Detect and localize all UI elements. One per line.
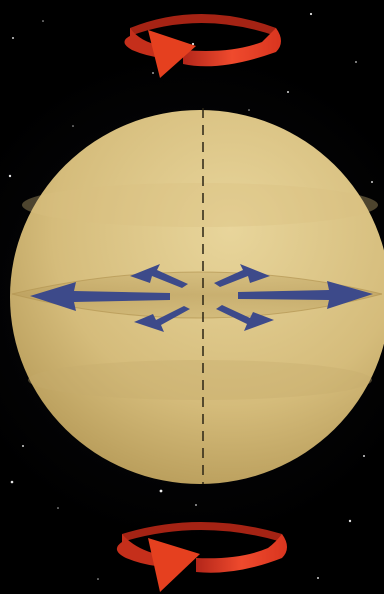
star [57, 507, 59, 509]
outward-arrow-icon [130, 264, 188, 288]
star [317, 577, 319, 579]
star-field [8, 12, 373, 580]
bottom-rotation-arrow-icon [116, 522, 287, 592]
star [12, 37, 14, 39]
star [152, 72, 154, 74]
star [287, 91, 289, 93]
bottom-rotation-ring-back [122, 522, 282, 542]
bottom-rotation-ring-left [116, 534, 156, 566]
top-rotation-ring-front [183, 28, 281, 67]
planet [10, 108, 384, 484]
star [195, 504, 197, 506]
outward-arrow-icon [214, 264, 270, 287]
outward-arrow-icon [134, 306, 190, 332]
star [22, 445, 24, 447]
planet-band-upper [22, 183, 378, 227]
outward-arrow-icon [238, 281, 373, 309]
star [363, 455, 365, 457]
top-rotation-arrowhead [148, 30, 196, 78]
top-rotation-arrow-icon [124, 14, 281, 78]
planet-band-lower [28, 360, 372, 400]
star [8, 174, 12, 178]
star [309, 12, 313, 16]
star [10, 480, 14, 484]
outward-arrow-icon [216, 305, 274, 331]
top-rotation-ring-back [130, 14, 276, 36]
star [355, 61, 357, 63]
star [191, 42, 195, 46]
bulge-arrows [30, 264, 373, 332]
star [97, 578, 99, 580]
star [371, 181, 373, 183]
bottom-rotation-ring-front [196, 534, 287, 573]
bottom-rotation-arrowhead [148, 538, 200, 592]
star [72, 125, 74, 127]
equatorial-bulge-band [12, 272, 382, 318]
star [348, 519, 352, 523]
star [42, 20, 44, 22]
star [248, 109, 250, 111]
outward-arrow-icon [30, 282, 170, 311]
star [159, 489, 163, 493]
top-rotation-ring-left [124, 28, 162, 58]
